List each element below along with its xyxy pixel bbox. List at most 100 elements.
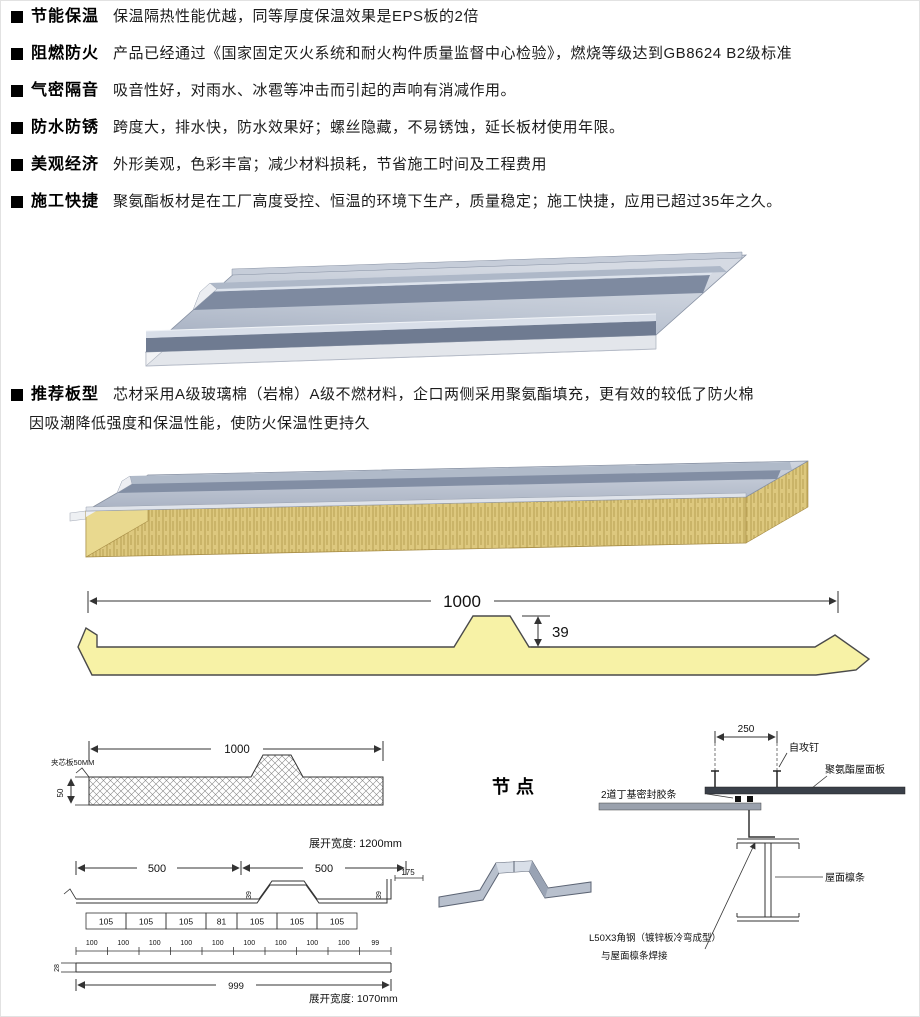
weld-leader bbox=[704, 842, 756, 950]
rib-end-cap bbox=[116, 475, 133, 494]
chain-value: 100 bbox=[149, 940, 161, 947]
feature-label: 施工快捷 bbox=[31, 193, 100, 210]
purlin-label: 屋面檩条 bbox=[825, 871, 865, 884]
flat-sheet-drawing: 28 bbox=[54, 962, 392, 973]
front-seam-top bbox=[146, 314, 656, 338]
feature-row: 阻燃防火 产品已经通过《国家固定灭火系统和耐火构件质量监督中心检验》，燃烧等级达… bbox=[11, 44, 792, 64]
cell-value: 105 bbox=[139, 917, 153, 927]
screw-leader bbox=[778, 752, 788, 768]
front-seam-side bbox=[146, 321, 656, 352]
feature-label: 气密隔音 bbox=[31, 82, 100, 99]
bullet-square-icon bbox=[11, 48, 23, 60]
cell-value: 105 bbox=[99, 917, 113, 927]
feature-text: 产品已经通过《国家固定灭火系统和耐火构件质量监督中心检验》，燃烧等级达到GB86… bbox=[113, 45, 793, 62]
feature-label: 节能保温 bbox=[31, 8, 100, 25]
feature-label: 防水防锈 bbox=[31, 119, 100, 136]
rib-near-slope bbox=[193, 275, 710, 310]
expand-width-note: 展开宽度: 1070mm bbox=[309, 992, 398, 1005]
chain-value: 100 bbox=[275, 940, 287, 947]
bullet-square-icon bbox=[11, 85, 23, 97]
panel-label: 聚氨酯屋面板 bbox=[825, 763, 885, 776]
cell-dimension-row: 105 105 105 81 105 105 105 bbox=[85, 912, 358, 930]
recommend-text-line1: 芯材采用A级玻璃棉（岩棉）A级不燃材料，企口两侧采用聚氨酯填充，更有效的较低了防… bbox=[113, 386, 755, 403]
feature-row: 气密隔音 吸音性好，对雨水、冰雹等冲击而引起的声响有消减作用。 bbox=[11, 81, 516, 101]
chain-value: 100 bbox=[117, 940, 129, 947]
panel-3d-body bbox=[144, 251, 748, 367]
bullet-square-icon bbox=[11, 389, 23, 401]
feature-text: 吸音性好，对雨水、冰雹等冲击而引起的声响有消减作用。 bbox=[113, 82, 517, 99]
screws bbox=[711, 770, 781, 787]
dim-label: 50 bbox=[56, 788, 65, 797]
feature-row: 美观经济 外形美观，色彩丰富；减少材料损耗，节省施工时间及工程费用 bbox=[11, 155, 547, 175]
rib-far-slope bbox=[210, 266, 727, 289]
dim-label: 250 bbox=[738, 724, 755, 735]
left-hook-detail bbox=[63, 888, 77, 900]
chain-value: 100 bbox=[86, 940, 98, 947]
profile-dimension-drawing: 1000 39 bbox=[77, 591, 871, 676]
left-lap-sheet bbox=[69, 510, 87, 522]
panel-section-body bbox=[69, 460, 809, 558]
chain-value: 100 bbox=[212, 940, 224, 947]
purlin-section bbox=[736, 838, 800, 922]
recommend-text-line2: 因吸潮降低强度和保温性能，使防火保温性更持久 bbox=[29, 415, 371, 432]
feature-text: 保温隔热性能优越，同等厚度保温效果是EPS板的2倍 bbox=[113, 8, 479, 25]
feature-row: 施工快捷 聚氨酯板材是在工厂高度受控、恒温的环境下生产，质量稳定；施工快捷，应用… bbox=[11, 192, 782, 212]
roof-panel-3d-illustration bbox=[144, 251, 748, 367]
dim-label: 999 bbox=[228, 981, 244, 992]
feature-label: 阻燃防火 bbox=[31, 45, 100, 62]
panel-back-edge-seam bbox=[231, 251, 743, 276]
dim-label-height: 39 bbox=[552, 624, 569, 641]
dim-175: 175 bbox=[394, 868, 424, 881]
recommend-row: 推荐板型 芯材采用A级玻璃棉（岩棉）A级不燃材料，企口两侧采用聚氨酯填充，更有效… bbox=[11, 385, 754, 405]
left-hook-detail bbox=[75, 767, 90, 778]
dim-39: 39 bbox=[522, 615, 569, 648]
dim-50: 50 bbox=[56, 776, 89, 806]
sealant-bead bbox=[735, 796, 741, 802]
rib-end-cap bbox=[192, 282, 218, 311]
sandwich-panel-section-illustration bbox=[69, 460, 809, 558]
installation-detail-drawing: 250 自攻钉 聚氨酯屋面板 2道丁基密封胶条 bbox=[589, 724, 906, 962]
chain-value: 100 bbox=[180, 940, 192, 947]
dim-label: 500 bbox=[315, 863, 333, 875]
dim-999: 999 bbox=[75, 979, 392, 992]
section-drawing-2: 500 500 175 39 39 105 105 1 bbox=[54, 861, 424, 1005]
chain-value: 100 bbox=[338, 940, 350, 947]
bullet-square-icon bbox=[11, 196, 23, 208]
dim-cell bbox=[316, 912, 358, 930]
sealant-bead bbox=[747, 796, 753, 802]
rib-dim-right: 39 bbox=[376, 891, 383, 899]
cell-value: 105 bbox=[330, 917, 344, 927]
bullet-square-icon bbox=[11, 122, 23, 134]
dim-1000: 1000 bbox=[87, 591, 839, 613]
feature-text: 聚氨酯板材是在工厂高度受控、恒温的环境下生产，质量稳定；施工快捷，应用已超过35… bbox=[113, 193, 782, 210]
core-note: 夹芯板50MM bbox=[51, 757, 94, 767]
feature-row: 节能保温 保温隔热性能优越，同等厚度保温效果是EPS板的2倍 bbox=[11, 7, 479, 27]
sheet-thickness: 28 bbox=[54, 964, 61, 972]
seam-highlight bbox=[145, 313, 657, 332]
dim-label: 1000 bbox=[224, 744, 250, 756]
dim-250: 250 bbox=[714, 724, 778, 783]
panel-profile-shape bbox=[77, 615, 871, 676]
angle-steel bbox=[748, 810, 775, 838]
bullet-square-icon bbox=[11, 159, 23, 171]
angle-steel-shape bbox=[748, 810, 775, 838]
node-title: 节点 bbox=[492, 777, 540, 797]
profile-bottom-line bbox=[76, 879, 388, 904]
bullet-square-icon bbox=[11, 11, 23, 23]
node-detail-drawing bbox=[438, 860, 592, 908]
recommend-label: 推荐板型 bbox=[31, 386, 100, 403]
lap-panel-bar bbox=[598, 802, 762, 811]
chain-value: 100 bbox=[243, 940, 255, 947]
profile-top-line bbox=[76, 879, 392, 900]
cell-value: 81 bbox=[217, 917, 227, 927]
feature-text: 跨度大，排水快，防水效果好；螺丝隐藏，不易锈蚀，延长板材使用年限。 bbox=[113, 119, 625, 136]
dim-label-width: 1000 bbox=[443, 592, 481, 611]
feature-row: 防水防锈 跨度大，排水快，防水效果好；螺丝隐藏，不易锈蚀，延长板材使用年限。 bbox=[11, 118, 625, 138]
chain-value: 100 bbox=[306, 940, 318, 947]
cell-value: 105 bbox=[250, 917, 264, 927]
cell-value: 105 bbox=[179, 917, 193, 927]
feature-text: 外形美观，色彩丰富；减少材料损耗，节省施工时间及工程费用 bbox=[113, 156, 548, 173]
cell-value: 105 bbox=[290, 917, 304, 927]
dim-label: 175 bbox=[401, 868, 415, 877]
